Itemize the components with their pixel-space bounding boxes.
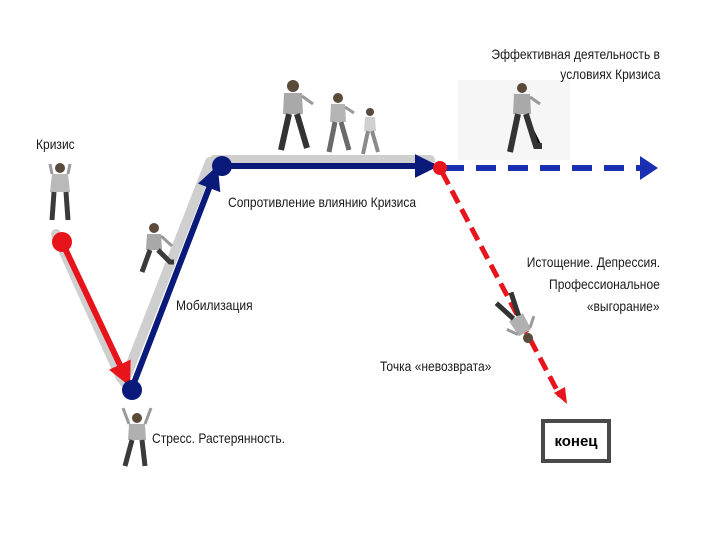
label-effective-line1: Эффективная деятельность в	[491, 46, 660, 62]
label-stress: Стресс. Растерянность.	[152, 430, 285, 446]
figure-stress-icon	[121, 407, 153, 467]
label-exhaustion-line1: Истощение. Депрессия.	[526, 254, 660, 270]
label-no-return: Точка «невозврата»	[380, 358, 492, 374]
end-box: конец	[541, 419, 611, 463]
turning-node	[433, 161, 447, 175]
exhaustion-arrowhead	[554, 387, 567, 404]
figure-walker-large-icon	[278, 80, 314, 151]
label-mobilization: Мобилизация	[176, 297, 253, 313]
exhaustion-dashed-line	[439, 170, 563, 398]
label-crisis: Кризис	[36, 136, 75, 152]
end-label: конец	[554, 432, 598, 450]
figure-walker-medium-icon	[326, 93, 355, 153]
figure-falling-icon	[494, 291, 536, 343]
label-resistance: Сопротивление влиянию Кризиса	[228, 194, 417, 210]
label-exhaustion-line2: Профессиональное	[549, 276, 660, 292]
mobilization-arrow	[129, 165, 221, 390]
stress-node	[122, 380, 142, 400]
label-exhaustion-line3: «выгорание»	[587, 298, 660, 314]
figure-mobilization-icon	[139, 223, 174, 273]
label-effective-line2: условиях Кризиса	[559, 66, 660, 82]
effective-arrowhead	[640, 156, 658, 180]
figure-effective-icon	[507, 83, 542, 153]
figure-walker-small-icon	[361, 108, 380, 155]
crisis-to-stress-arrow	[59, 240, 131, 387]
figure-crisis-icon	[48, 163, 72, 221]
crisis-node	[52, 232, 72, 252]
resistance-node	[212, 156, 232, 176]
